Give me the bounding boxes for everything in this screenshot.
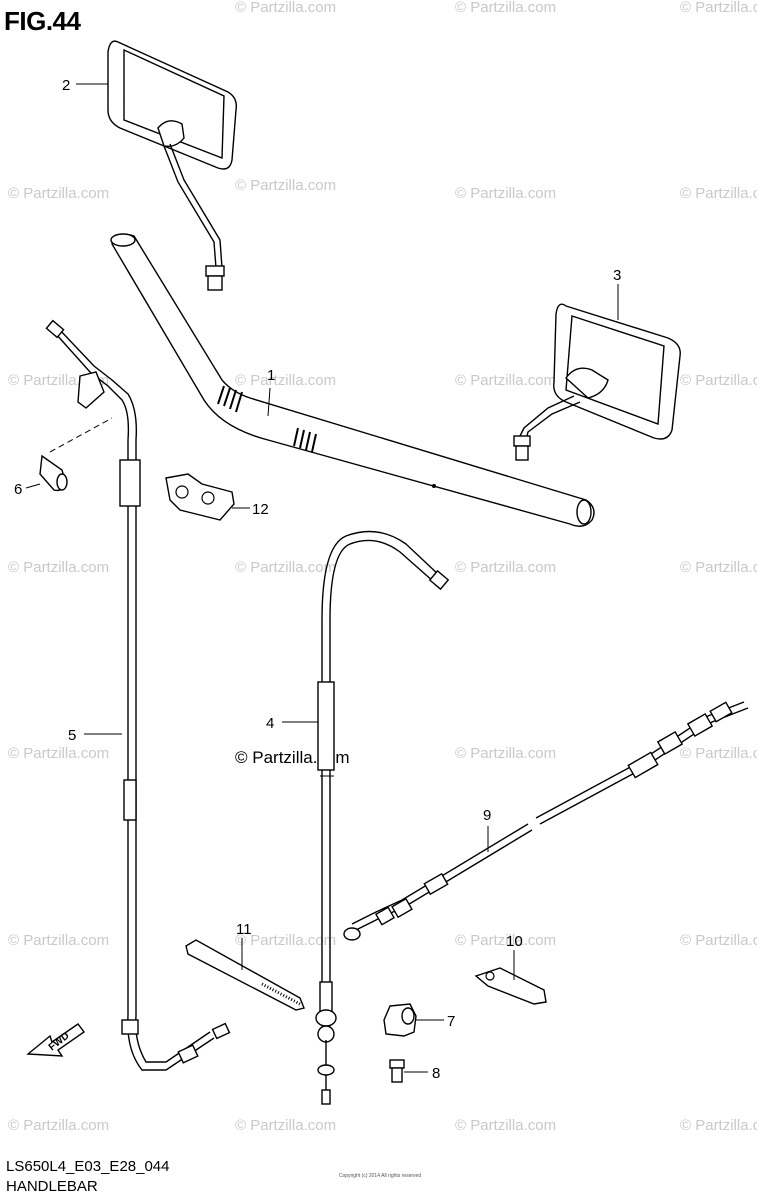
callout-10: 10: [506, 933, 523, 950]
watermark: © Partzilla.com: [680, 559, 757, 576]
callout-9: 9: [483, 807, 491, 824]
watermark: © Partzilla.com: [235, 559, 336, 576]
figure-code: LS650L4_E03_E28_044: [6, 1158, 170, 1175]
callout-12: 12: [252, 501, 269, 518]
part-6-end-cap: [39, 417, 113, 492]
watermark: © Partzilla.com: [8, 745, 109, 762]
part-7-clamp: [383, 1003, 417, 1037]
callout-7: 7: [447, 1013, 455, 1030]
part-8-bolt: [389, 1059, 405, 1083]
watermark: © Partzilla.com: [235, 372, 336, 389]
watermark: © Partzilla.com: [680, 185, 757, 202]
watermark: © Partzilla.com: [680, 1117, 757, 1134]
fwd-arrow-icon: FWD: [26, 1023, 85, 1057]
watermark: © Partzilla.com: [8, 1117, 109, 1134]
cable-4: [315, 530, 450, 1105]
handlebar: [110, 233, 595, 527]
right-mirror: [513, 303, 681, 461]
watermark: © Partzilla.com: [8, 559, 109, 576]
copyright-note: Copyright (c) 2014 All rights reserved: [338, 1173, 422, 1179]
watermark: © Partzilla.com: [235, 177, 336, 194]
callout-2: 2: [62, 77, 70, 94]
watermark: © Partzilla.com: [680, 0, 757, 16]
part-11-tie-wrap: [185, 939, 305, 1011]
watermark: © Partzilla.com: [235, 0, 336, 16]
watermark: © Partzilla.com: [455, 1117, 556, 1134]
callout-3: 3: [613, 267, 621, 284]
callout-8: 8: [432, 1065, 440, 1082]
watermark: © Partzilla.com: [455, 372, 556, 389]
callouts: 1 2 3 4 5 6 7 8 9 10 11 12: [14, 77, 621, 1082]
callout-11: 11: [236, 921, 252, 938]
watermark: © Partzilla.com: [680, 932, 757, 949]
part-12-clip: [165, 473, 235, 521]
callout-6: 6: [14, 481, 22, 498]
callout-4: 4: [266, 715, 274, 732]
figure-name: HANDLEBAR: [6, 1178, 98, 1195]
cable-5: [45, 319, 231, 1071]
watermark: © Partzilla.com: [455, 185, 556, 202]
figure-title: FIG.44: [4, 6, 81, 36]
watermark: © Partzilla.com: [8, 932, 109, 949]
watermark: © Partzilla.com: [8, 185, 109, 202]
left-mirror: [107, 40, 238, 291]
watermark-layer: © Partzilla.com © Partzilla.com © Partzi…: [8, 0, 757, 1134]
cable-9: [343, 701, 749, 941]
watermark: © Partzilla.com: [680, 372, 757, 389]
watermark: © Partzilla.com: [455, 0, 556, 16]
part-10-bracket: [474, 967, 547, 1005]
watermark: © Partzilla.com: [455, 932, 556, 949]
watermark: © Partzilla.com: [455, 745, 556, 762]
watermark: © Partzilla.com: [235, 1117, 336, 1134]
handlebar-knurl: [217, 385, 317, 453]
watermark: © Partzilla.com: [235, 932, 336, 949]
callout-1: 1: [267, 367, 275, 384]
watermark: © Partzilla.com: [680, 745, 757, 762]
callout-5: 5: [68, 727, 76, 744]
watermark: © Partzilla.com: [455, 559, 556, 576]
